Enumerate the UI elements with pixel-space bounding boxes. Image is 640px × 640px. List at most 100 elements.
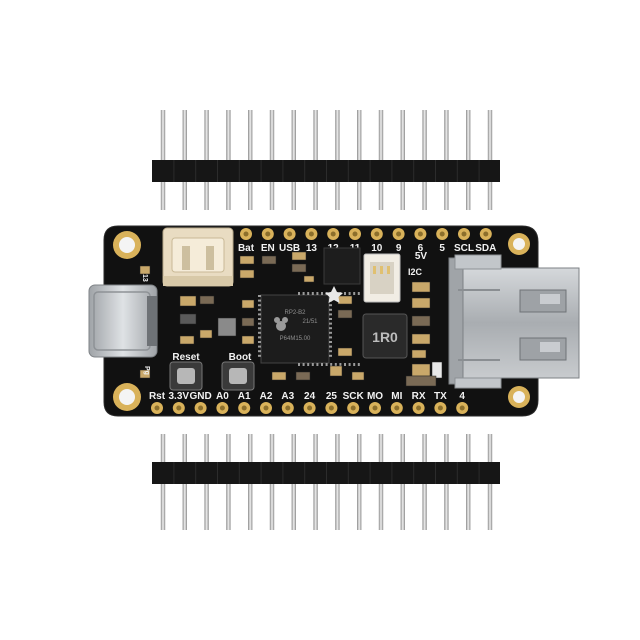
chip-pin — [353, 363, 356, 366]
chip-pin — [258, 345, 261, 348]
reset-button[interactable] — [169, 361, 203, 391]
adafruit-star-icon — [325, 286, 343, 303]
top-pad-row — [240, 228, 492, 240]
chip-text-1: RP2-B2 — [284, 310, 306, 316]
chip-pin — [329, 308, 332, 311]
smd-part — [411, 349, 427, 359]
smd-part — [139, 265, 151, 275]
chip-pin — [329, 331, 332, 334]
chip-pin — [329, 341, 332, 343]
pin-label-bottom: TX — [434, 391, 447, 402]
pad-hole — [483, 231, 489, 237]
smd-part — [329, 365, 343, 377]
chip-pin — [258, 318, 261, 320]
chip-pin — [316, 292, 319, 295]
smd-part — [351, 371, 365, 381]
chip-pin — [258, 341, 261, 343]
chip-pin — [357, 292, 360, 295]
mounting-hole-top-right — [508, 233, 530, 255]
stemma-qt-connector — [363, 253, 401, 303]
chip-pin — [344, 292, 346, 295]
smd-components — [139, 251, 443, 387]
pad-hole — [154, 405, 160, 411]
pin-label-bottom: GND — [189, 391, 211, 402]
pin-label-bottom: 3.3V — [169, 391, 190, 402]
smd-part — [291, 263, 307, 273]
pad-hole — [243, 231, 249, 237]
chip-pin — [316, 363, 319, 366]
chip-pin — [353, 292, 356, 295]
pad-hole — [241, 405, 247, 411]
chip-pin — [298, 292, 300, 295]
pad-hole — [287, 231, 293, 237]
smd-part — [411, 297, 431, 309]
smd-part — [337, 309, 353, 319]
smd-part — [411, 315, 431, 327]
chip-pin — [258, 327, 261, 330]
chip-pin — [357, 363, 360, 366]
chip-pin — [348, 363, 351, 366]
chip-pin — [302, 292, 305, 295]
pad-hole — [176, 405, 182, 411]
bottom-pad-row — [151, 402, 469, 414]
pin-label-bottom: 24 — [304, 391, 316, 402]
smd-part — [405, 375, 437, 387]
mounting-hole-bottom-left — [113, 383, 141, 411]
pin-label-top: SCL — [454, 243, 474, 254]
smd-part — [239, 255, 255, 265]
flash-chip — [323, 247, 361, 285]
pin-label-top: 13 — [306, 243, 318, 254]
pad-hole — [265, 231, 271, 237]
pad-hole — [350, 405, 356, 411]
pin-label-top: Bat — [238, 243, 255, 254]
usb-c-port — [88, 284, 158, 358]
raspberry-pi-logo-icon — [274, 317, 288, 331]
chip-pin — [258, 299, 261, 302]
chip-text-3: P64M15.00 — [280, 336, 311, 342]
label-5v: 5V — [415, 251, 428, 262]
smd-part — [199, 329, 213, 339]
smd-part — [239, 269, 255, 279]
pin-label-bottom: MO — [367, 391, 383, 402]
chip-pin — [329, 304, 332, 307]
smd-part — [431, 361, 443, 379]
chip-pin — [311, 363, 314, 366]
pad-hole — [461, 231, 467, 237]
pad-hole — [328, 405, 334, 411]
chip-pin — [307, 292, 310, 295]
chip-pin — [302, 363, 305, 366]
pin-label-bottom: SCK — [343, 391, 365, 402]
chip-pin — [329, 322, 332, 325]
chip-pin — [329, 336, 332, 339]
chip-pin — [258, 304, 261, 307]
pin-label-bottom: A0 — [216, 391, 229, 402]
pad-hole — [307, 405, 313, 411]
chip-pin — [329, 327, 332, 330]
pad-hole — [396, 231, 402, 237]
chip-pin — [258, 331, 261, 334]
chip-pin — [258, 350, 261, 353]
smd-part — [217, 317, 237, 337]
boot-button[interactable] — [221, 361, 255, 391]
smd-part — [411, 363, 431, 377]
reset-label: Reset — [172, 352, 200, 363]
pad-hole — [330, 231, 336, 237]
pin-label-bottom: A1 — [238, 391, 251, 402]
chip-pin — [329, 354, 332, 357]
pad-hole — [416, 405, 422, 411]
chip-pin — [339, 363, 342, 366]
pin-label-top: USB — [279, 243, 300, 254]
smd-part — [179, 295, 197, 307]
smd-part — [139, 369, 151, 379]
pin-label-top: EN — [261, 243, 275, 254]
chip-pin — [344, 363, 346, 366]
mounting-hole-bottom-right — [508, 386, 530, 408]
top-pin-header — [152, 110, 500, 210]
chip-pin — [298, 363, 300, 366]
pin-label-top: 6 — [418, 243, 424, 254]
chip-pin — [321, 292, 323, 295]
smd-part — [291, 251, 307, 261]
label-13-side: 13 — [141, 274, 148, 282]
